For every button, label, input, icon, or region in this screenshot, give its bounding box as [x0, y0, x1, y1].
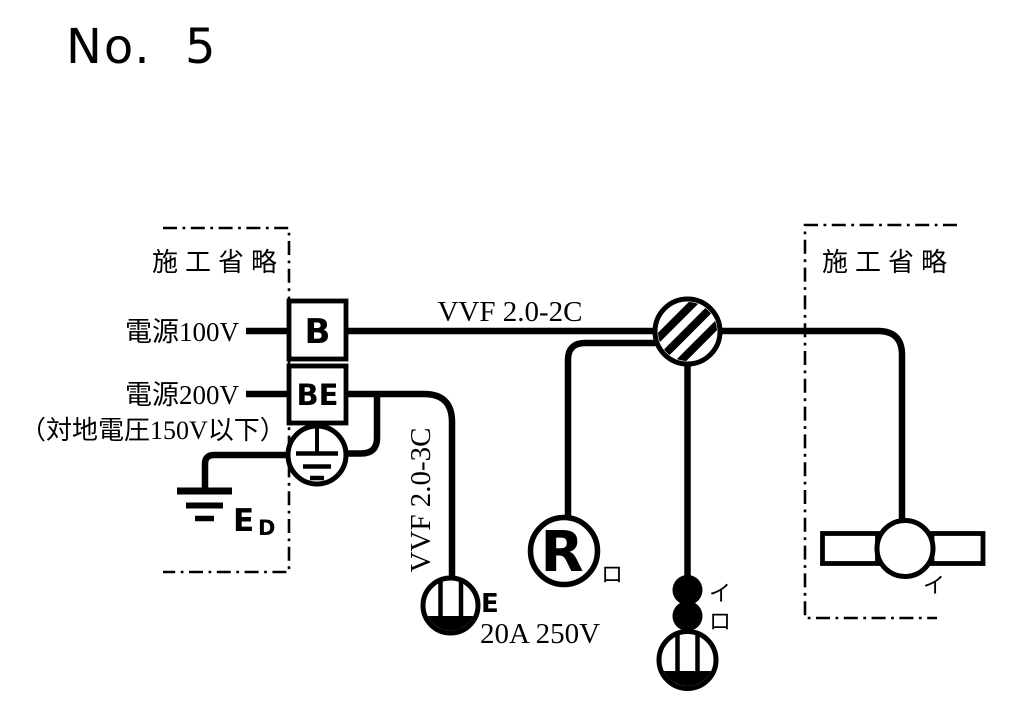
earth-terminal-ground-mark [296, 428, 338, 481]
wall-outlet-wall-fill [661, 671, 714, 686]
breaker-be-label: BE [297, 378, 339, 412]
wall-outlet-blades [675, 633, 700, 672]
wire-junction-to-fluorescent [718, 327, 906, 522]
outlet-200v-blades [438, 580, 464, 617]
page-title: No. 5 [66, 19, 217, 75]
power-label-200v: 電源200V [125, 380, 239, 410]
power-label-100v: 電源100V [125, 317, 239, 347]
wire-earth-terminal-to-ground [201, 451, 289, 489]
wire-branch-to-earth-terminal [346, 396, 381, 457]
switch-dot-bottom [672, 601, 703, 631]
trunk-cable-label: VVF 2.0-2C [437, 296, 582, 328]
fluorescent-switch-tag: イ [923, 573, 945, 598]
omitted-area-right-box [803, 223, 957, 620]
lamp-receptacle-symbol [527, 514, 601, 588]
omitted-area-left-label: 施工省略 [152, 248, 284, 277]
breaker-b-box [286, 298, 349, 362]
breaker-be-box [286, 363, 349, 426]
outlet-200v-rating: 20A 250V [480, 618, 600, 650]
wire-junction-to-lamp-receptacle [564, 339, 660, 519]
switch-dot-top [672, 575, 703, 605]
lamp-receptacle-switch-tag: ロ [601, 562, 623, 587]
junction-box-hatch [645, 289, 730, 374]
ground-voltage-note: （対地電圧150V以下） [20, 416, 286, 445]
earth-label-e: E [233, 503, 254, 539]
wire-be-to-outlet-200v [346, 390, 456, 579]
switch-tag-top: イ [709, 581, 731, 606]
outlet-200v-wall-fill [425, 616, 476, 631]
earth-label-d-subscript: D [258, 516, 275, 540]
fluorescent-light-symbol [820, 518, 986, 579]
lamp-receptacle-letter: R [540, 520, 583, 585]
outlet-200v-earth-label: E [481, 589, 499, 619]
omitted-area-right-label: 施工省略 [822, 248, 954, 277]
ground-electrode-symbol [177, 487, 232, 522]
breaker-b-label: B [305, 312, 331, 352]
switch-tag-bottom: ロ [709, 609, 731, 634]
branch-cable-label: VVF 2.0-3C [405, 427, 437, 572]
